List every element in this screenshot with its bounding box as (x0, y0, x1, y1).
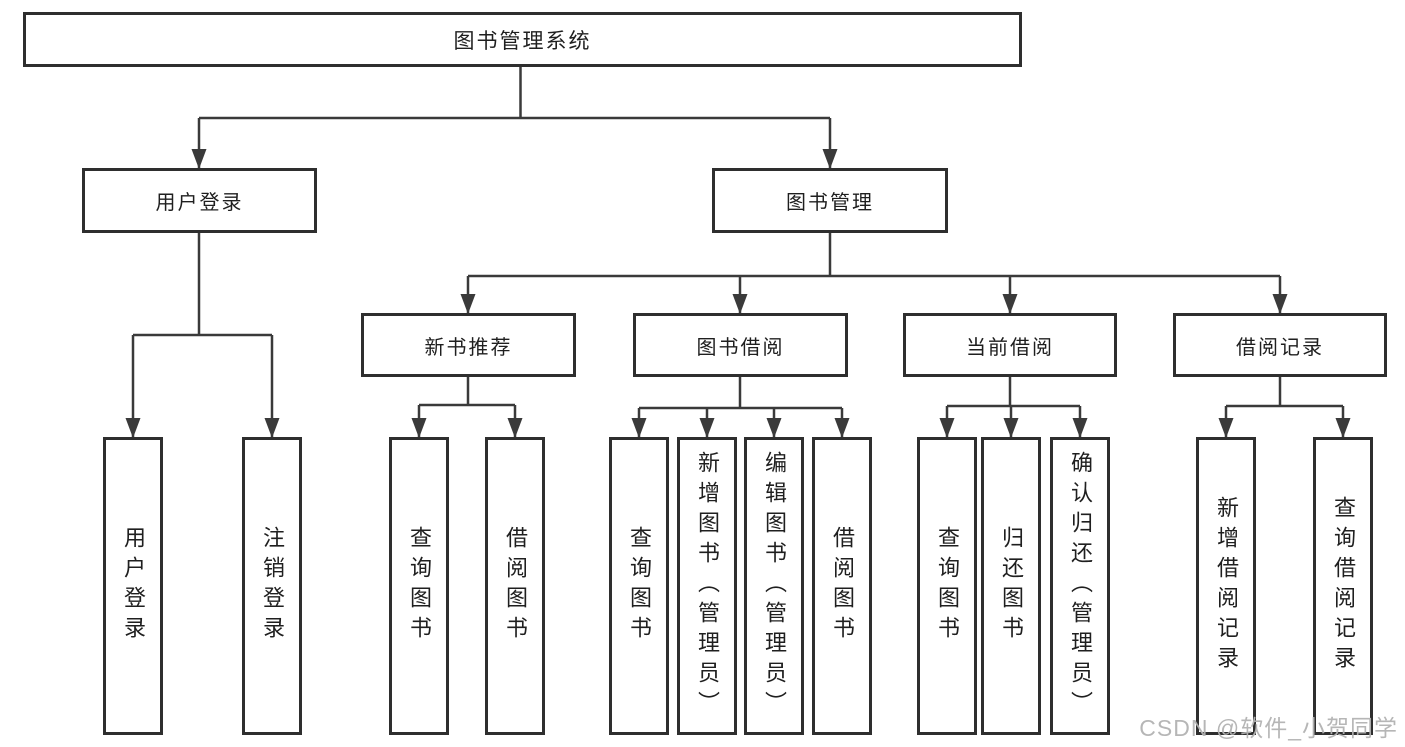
node-current-borrowing-label: 当前借阅 (966, 336, 1054, 359)
leaf-nbr-query-books: 查询图书 (389, 437, 449, 735)
node-book-management-label: 图书管理 (786, 192, 874, 214)
node-user-login-label: 用户登录 (155, 192, 244, 214)
connector-arrows (125, 118, 1351, 438)
leaf-cb-query-books: 查询图书 (917, 437, 977, 735)
leaf-bb-borrow-books: 借阅图书 (812, 437, 872, 735)
leaf-bb-add-books-label: 新增图书（管理员） (695, 451, 720, 721)
leaf-cb-return-books-label: 归还图书 (999, 526, 1024, 646)
leaf-bb-borrow-books-label: 借阅图书 (830, 526, 855, 646)
node-borrowing-records-label: 借阅记录 (1236, 336, 1324, 359)
leaf-bb-query-books: 查询图书 (609, 437, 669, 735)
node-book-borrowing-label: 图书借阅 (696, 336, 785, 359)
node-user-login: 用户登录 (82, 168, 317, 233)
leaf-bb-add-books: 新增图书（管理员） (677, 437, 737, 735)
csdn-watermark: CSDN @软件_小贺同学 (1139, 715, 1398, 741)
node-book-borrowing: 图书借阅 (633, 313, 848, 377)
leaf-br-add-record-label: 新增借阅记录 (1214, 496, 1239, 676)
node-root-label: 图书管理系统 (453, 29, 592, 53)
leaf-bb-query-books-label: 查询图书 (627, 526, 652, 646)
node-new-book-recommend-label: 新书推荐 (424, 336, 513, 359)
node-borrowing-records: 借阅记录 (1173, 313, 1387, 377)
leaf-br-query-record-label: 查询借阅记录 (1331, 496, 1356, 676)
leaf-br-add-record: 新增借阅记录 (1196, 437, 1256, 735)
leaf-user-login-label: 用户登录 (121, 526, 146, 646)
leaf-cb-confirm-return: 确认归还（管理员） (1050, 437, 1110, 735)
node-book-management: 图书管理 (712, 168, 948, 233)
leaf-user-login: 用户登录 (103, 437, 163, 735)
leaf-logout-label: 注销登录 (260, 526, 285, 646)
leaf-bb-edit-books-label: 编辑图书（管理员） (762, 451, 787, 721)
leaf-nbr-borrow-books: 借阅图书 (485, 437, 545, 735)
leaf-logout: 注销登录 (242, 437, 302, 735)
node-new-book-recommend: 新书推荐 (361, 313, 576, 377)
leaf-bb-edit-books: 编辑图书（管理员） (744, 437, 804, 735)
node-current-borrowing: 当前借阅 (903, 313, 1117, 377)
leaf-cb-query-books-label: 查询图书 (935, 526, 960, 646)
leaf-br-query-record: 查询借阅记录 (1313, 437, 1373, 735)
leaf-cb-confirm-return-label: 确认归还（管理员） (1068, 451, 1093, 721)
leaf-nbr-query-books-label: 查询图书 (407, 526, 432, 646)
leaf-nbr-borrow-books-label: 借阅图书 (503, 526, 528, 646)
leaf-cb-return-books: 归还图书 (981, 437, 1041, 735)
node-root: 图书管理系统 (23, 12, 1022, 67)
